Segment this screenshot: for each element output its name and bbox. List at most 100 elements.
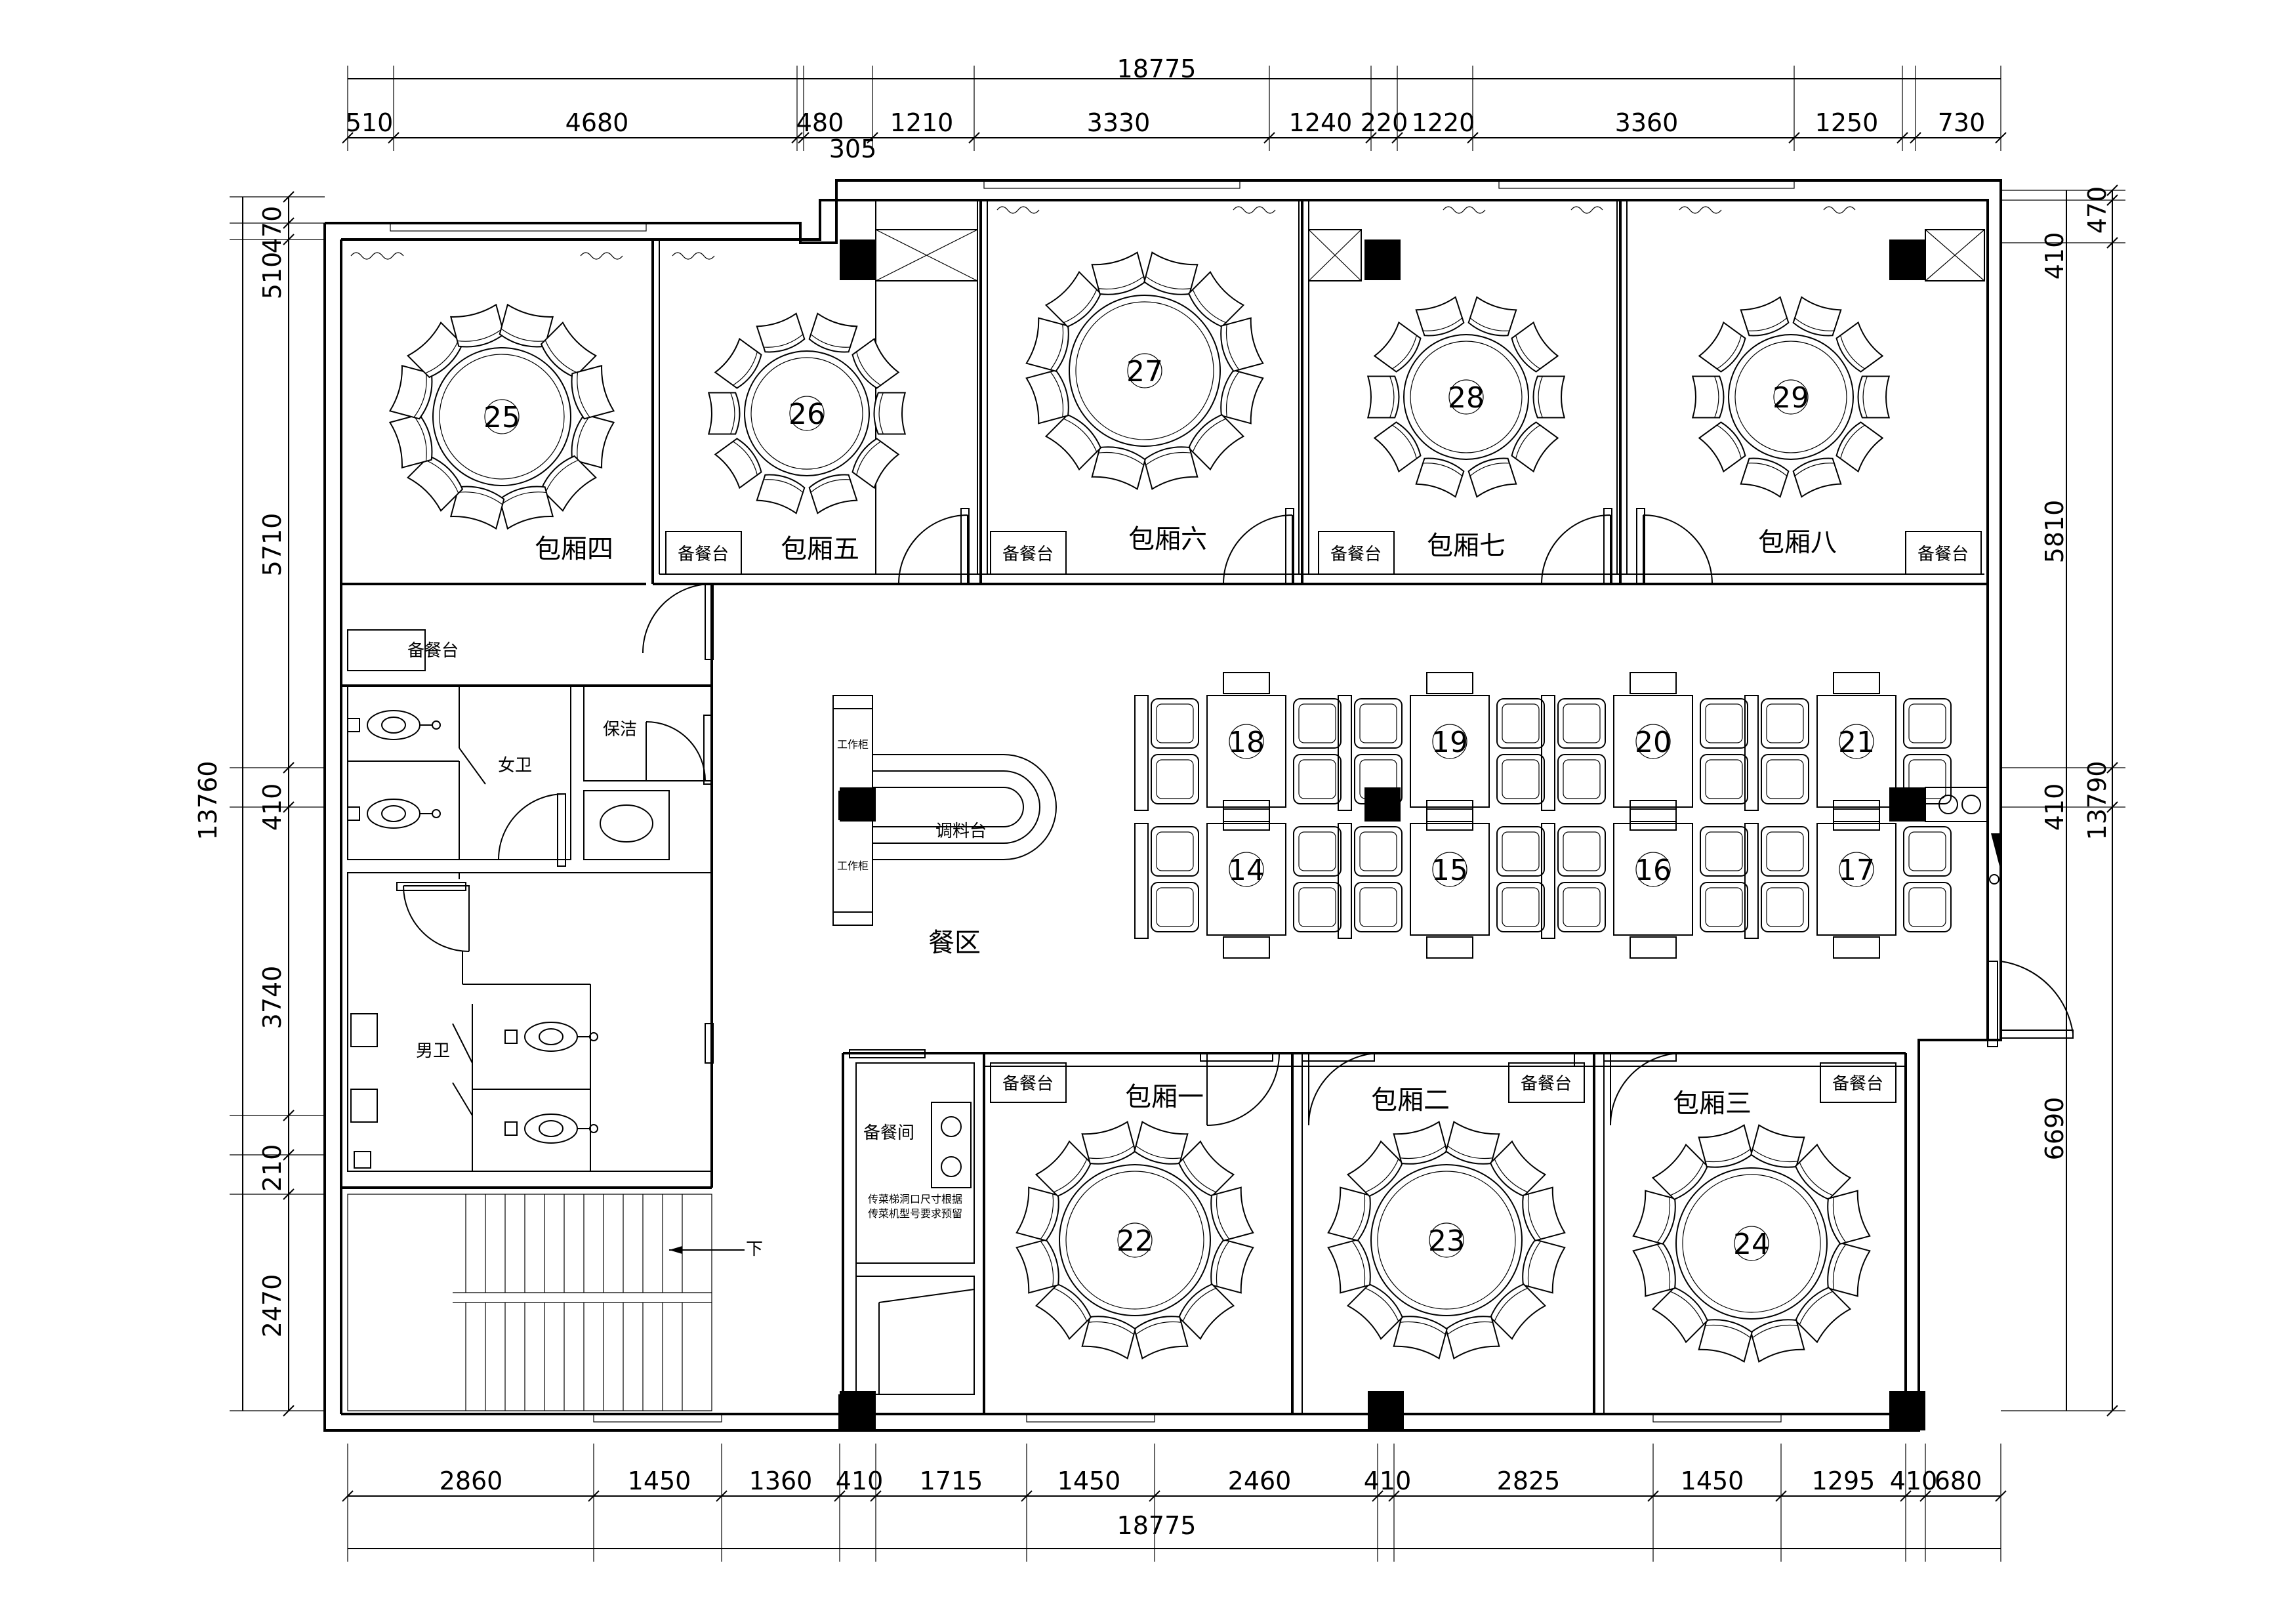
chair	[1827, 1242, 1871, 1297]
room-label-box5: 包厢五	[781, 534, 859, 564]
dim-bottom-total: 18775	[1117, 1511, 1197, 1540]
table-number: 24	[1733, 1228, 1770, 1261]
rect-table-20: 20	[1557, 672, 1748, 831]
stairs-down-label: 下	[746, 1239, 763, 1259]
end-chair	[1426, 672, 1473, 694]
dim-bottom-9: 2825	[1497, 1467, 1561, 1495]
round-table-top	[1728, 334, 1854, 460]
booth-cushion	[1502, 887, 1540, 927]
chair	[388, 413, 433, 469]
chair	[1210, 1186, 1254, 1241]
round-table-inner	[1410, 341, 1523, 453]
booth-cushion	[1563, 759, 1601, 799]
chair	[1532, 375, 1566, 419]
dining-area	[832, 695, 2074, 1047]
booth-cushion	[1766, 831, 1804, 871]
booth-partition	[1744, 695, 1759, 811]
table-top	[1816, 695, 1896, 808]
chair	[1792, 296, 1842, 337]
booth-partition	[1338, 823, 1352, 939]
booth-partition	[1134, 695, 1149, 811]
booth-cushion	[1705, 759, 1743, 799]
serving-station-label: 备餐台	[407, 641, 459, 661]
chair	[1220, 369, 1264, 425]
chair	[1632, 1190, 1676, 1245]
serving-station-label: 备餐台	[678, 545, 729, 564]
booth-seat	[1354, 698, 1403, 749]
chair	[1220, 317, 1264, 372]
table-number-ring	[1432, 724, 1467, 759]
booth-seat	[1700, 882, 1748, 932]
round-table-25: 25	[388, 303, 615, 530]
left-dimensions: 13760 510 470 5710 410 3740 210 2470	[194, 191, 325, 1417]
serving-station-label: 备餐台	[1832, 1074, 1883, 1094]
round-table-inner	[750, 357, 863, 470]
chair	[1044, 413, 1102, 471]
chair	[1178, 1283, 1235, 1341]
booth-seat	[1293, 826, 1342, 877]
rect-table-17: 17	[1761, 800, 1952, 959]
chair	[1393, 1316, 1448, 1360]
dim-left-4: 410	[258, 783, 287, 831]
chair	[1015, 1186, 1059, 1241]
round-table-top	[1059, 1164, 1211, 1316]
dim-bottom-13: 680	[1935, 1467, 1982, 1495]
table-number: 26	[789, 398, 825, 431]
dim-bottom-10: 1450	[1681, 1467, 1744, 1495]
dim-left-1: 510	[258, 252, 287, 300]
booth-cushion	[1359, 759, 1397, 799]
room-label-box4: 包厢四	[535, 534, 613, 564]
booth-cushion	[1298, 831, 1336, 871]
booth-cushion	[1502, 703, 1540, 743]
dim-top-1: 510	[346, 108, 394, 137]
booth-seat	[1903, 826, 1952, 877]
right-dimensions: 13790 410 470 5810 410 6690	[2001, 184, 2125, 1417]
round-table-top	[744, 350, 870, 476]
chair	[1750, 1124, 1805, 1168]
chair	[1698, 321, 1746, 373]
serving-station-label: 备餐台	[1917, 545, 1969, 564]
booth-cushion	[1359, 887, 1397, 927]
end-chair	[1223, 808, 1270, 831]
end-chair	[1630, 672, 1677, 694]
end-chair	[1833, 672, 1880, 694]
chair	[1091, 446, 1146, 490]
booth-seat	[1151, 826, 1199, 877]
chair	[1651, 1143, 1709, 1201]
booth-partition	[1134, 823, 1149, 939]
end-chair	[1223, 936, 1270, 959]
booth-cushion	[1359, 831, 1397, 871]
dim-right-4: 410	[2040, 783, 2069, 831]
table-number-ring	[1229, 724, 1264, 759]
table-number-ring	[1127, 353, 1162, 388]
round-table-inner	[1065, 1171, 1204, 1310]
table-number: 22	[1117, 1224, 1153, 1258]
chair	[1511, 421, 1559, 473]
round-table-26: 26	[707, 312, 907, 514]
chair	[1651, 1286, 1709, 1344]
table-number: 17	[1838, 854, 1875, 887]
chair	[851, 438, 900, 489]
booth-cushion	[1766, 703, 1804, 743]
round-table-inner	[1377, 1171, 1516, 1310]
room-box4	[341, 583, 714, 833]
end-chair	[1833, 936, 1880, 959]
round-table-top	[1069, 295, 1221, 447]
table-number-ring	[484, 399, 520, 434]
table-top	[1410, 695, 1490, 808]
chair	[1366, 375, 1400, 419]
chair	[1445, 1121, 1500, 1165]
round-table-23: 23	[1327, 1121, 1566, 1360]
chair	[1698, 421, 1746, 473]
booth-cushion	[1766, 759, 1804, 799]
booth-seat	[1700, 698, 1748, 749]
top-dimensions: 18775 510 4680 480 1210 3330 1240 220 12…	[342, 54, 2007, 163]
chair	[1346, 1140, 1404, 1197]
booth-cushion	[1563, 703, 1601, 743]
chair	[1044, 270, 1102, 328]
round-table-inner	[439, 354, 565, 480]
booth-cushion	[1359, 703, 1397, 743]
stairs	[341, 1186, 745, 1411]
booth-cushion	[1298, 887, 1336, 927]
